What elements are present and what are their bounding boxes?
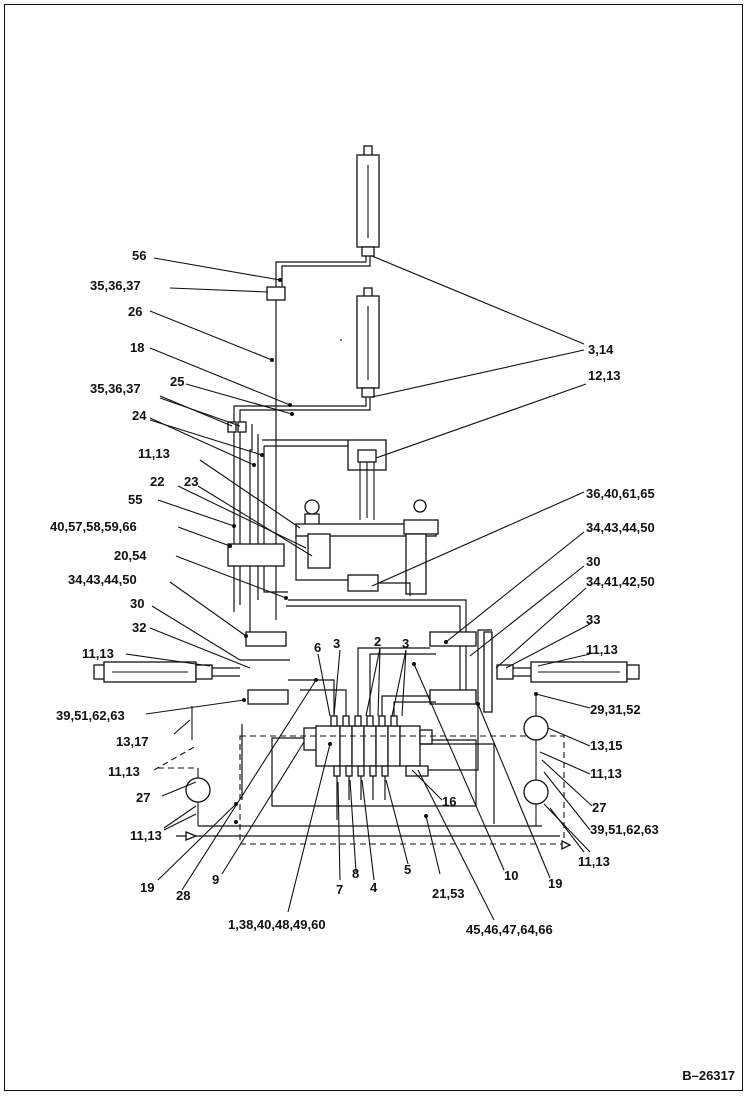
upper-cylinder (356, 145, 380, 257)
label-11-13-b: 11,13 (82, 646, 114, 661)
leader-dots (228, 278, 538, 824)
label-11-13-f: 11,13 (590, 766, 622, 781)
label-9: 9 (212, 872, 219, 887)
label-32: 32 (132, 620, 146, 635)
label-2: 2 (374, 634, 381, 649)
valve-ports-top (330, 715, 398, 727)
bucket-assembly (295, 499, 439, 596)
label-18: 18 (130, 340, 144, 355)
label-26: 26 (128, 304, 142, 319)
label-40-57-58-59-66: 40,57,58,59,66 (50, 519, 137, 534)
right-horizontal-cylinder (496, 661, 640, 683)
label-11-13-e: 11,13 (586, 642, 618, 657)
label-21-53: 21,53 (432, 886, 465, 901)
label-34-43-44-50-left: 34,43,44,50 (68, 572, 137, 587)
label-24: 24 (132, 408, 147, 423)
label-35-36-37-a: 35,36,37 (90, 278, 141, 293)
label-36-40-61-65: 36,40,61,65 (586, 486, 655, 501)
label-19-left: 19 (140, 880, 154, 895)
label-11-13-g: 11,13 (578, 854, 610, 869)
left-motor (158, 706, 211, 826)
label-39-51-62-63-left: 39,51,62,63 (56, 708, 125, 723)
label-45-46-47-64-66: 45,46,47,64,66 (466, 922, 553, 937)
label-4: 4 (370, 880, 378, 895)
label-30-left: 30 (130, 596, 144, 611)
middle-cylinder (356, 287, 380, 398)
label-34-41-42-50: 34,41,42,50 (586, 574, 655, 589)
label-3-14: 3,14 (588, 342, 614, 357)
center-cylinder (347, 439, 387, 520)
label-12-13: 12,13 (588, 368, 621, 383)
label-39-51-62-63-right: 39,51,62,63 (590, 822, 659, 837)
label-16: 16 (442, 794, 456, 809)
right-manifold (429, 631, 493, 713)
label-3-a: 3 (333, 636, 340, 651)
label-35-36-37-b: 35,36,37 (90, 381, 141, 396)
label-22: 22 (150, 474, 164, 489)
valve-hoses (241, 629, 495, 824)
label-7: 7 (336, 882, 343, 897)
label-10: 10 (504, 868, 518, 883)
upper-hoses (227, 256, 371, 620)
label-1-38-40-48-49-60: 1,38,40,48,49,60 (228, 917, 326, 932)
label-11-13-c: 11,13 (108, 764, 140, 779)
label-13-15: 13,15 (590, 738, 623, 753)
label-25: 25 (170, 374, 184, 389)
label-29-31-52: 29,31,52 (590, 702, 641, 717)
label-33: 33 (586, 612, 600, 627)
label-3-b: 3 (402, 636, 409, 651)
label-27-right: 27 (592, 800, 606, 815)
valve-ports-bottom (333, 765, 389, 777)
left-manifold (227, 543, 289, 705)
label-28: 28 (176, 888, 190, 903)
drawing-border (4, 4, 743, 1091)
label-19-right: 19 (548, 876, 562, 891)
part-labels: 56 35,36,37 26 18 35,36,37 25 24 11,13 2… (50, 248, 659, 937)
label-55: 55 (128, 492, 142, 507)
label-23: 23 (184, 474, 198, 489)
right-motors (523, 694, 549, 826)
figure-id: B–26317 (682, 1068, 735, 1083)
label-11-13-d: 11,13 (130, 828, 162, 843)
label-30-right: 30 (586, 554, 600, 569)
label-56: 56 (132, 248, 146, 263)
label-8: 8 (352, 866, 359, 881)
label-20-54: 20,54 (114, 548, 147, 563)
leader-lines (125, 255, 593, 921)
inner-hoses (249, 424, 467, 700)
label-34-43-44-50-right: 34,43,44,50 (586, 520, 655, 535)
label-13-17: 13,17 (116, 734, 149, 749)
control-valve (303, 715, 433, 777)
label-27-left: 27 (136, 790, 150, 805)
label-11-13-a: 11,13 (138, 446, 170, 461)
label-6: 6 (314, 640, 321, 655)
label-5: 5 (404, 862, 411, 877)
